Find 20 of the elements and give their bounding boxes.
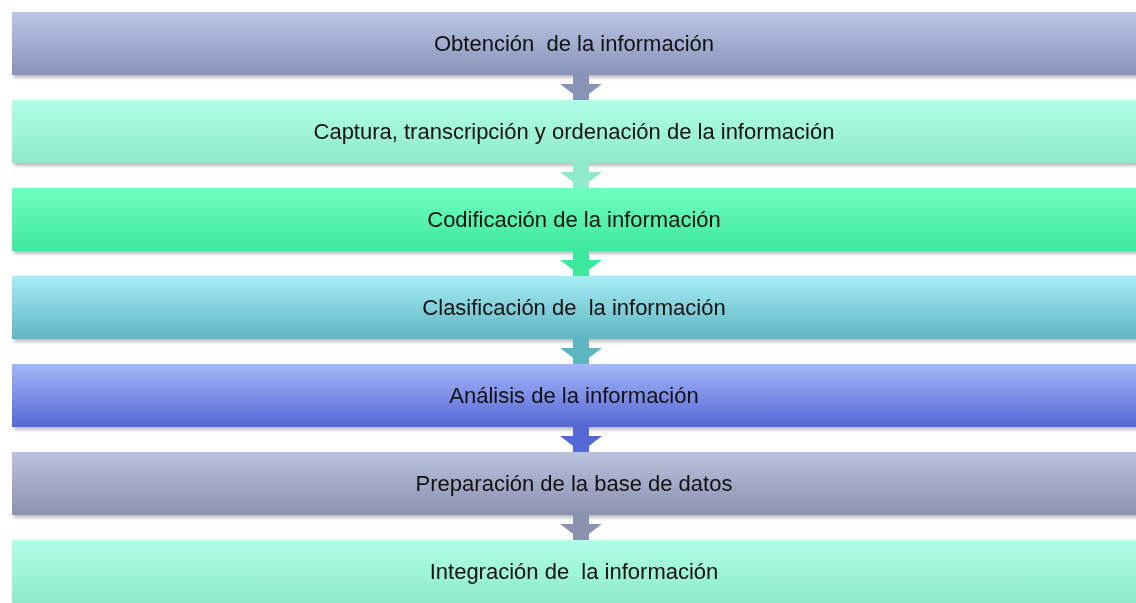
step-label: Codificación de la información xyxy=(427,206,721,233)
arrow xyxy=(560,75,602,100)
arrow xyxy=(560,163,602,188)
step-label: Clasificación de la información xyxy=(422,294,726,321)
arrow xyxy=(560,515,602,540)
process-bar xyxy=(12,364,1136,427)
step-label: Integración de la información xyxy=(429,558,719,585)
process-bar xyxy=(12,540,1136,603)
arrow xyxy=(560,251,602,276)
step-label: Preparación de la base de datos xyxy=(415,470,733,497)
process-bar xyxy=(12,100,1136,163)
process-bar xyxy=(12,188,1136,251)
process-bar xyxy=(12,452,1136,515)
arrow xyxy=(560,427,602,452)
step-label: Obtención de la información xyxy=(433,30,715,57)
step-label: Captura, transcripción y ordenación de la información xyxy=(313,118,835,145)
arrow xyxy=(560,339,602,364)
process-bar xyxy=(12,276,1136,339)
process-bar xyxy=(12,12,1136,75)
step-label: Análisis de la información xyxy=(449,382,699,409)
